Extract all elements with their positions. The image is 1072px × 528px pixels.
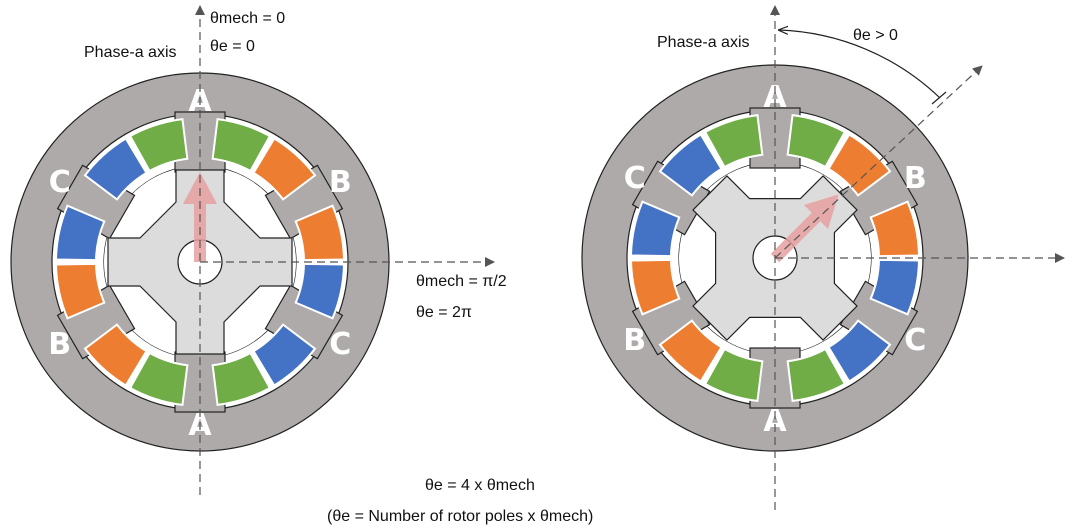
phase-label-c-lower: C: [904, 323, 926, 358]
theta-e-arc-arrow: [779, 30, 941, 99]
right-theta-e-label: θe > 0: [853, 27, 898, 44]
coil-segment: [786, 113, 847, 169]
coil-segment: [658, 133, 723, 197]
coil-segment: [55, 204, 106, 262]
phase-label-c-upper: C: [49, 165, 71, 200]
left-theta-mech-label: θmech = 0: [210, 10, 285, 27]
coil-segment: [294, 204, 345, 262]
phase-label-b-upper: B: [904, 161, 927, 196]
phase-label-c-lower: C: [329, 327, 351, 362]
coil-segment: [658, 319, 723, 383]
coil-segment: [294, 262, 345, 320]
coil-segment: [703, 347, 764, 403]
coil-segment: [83, 137, 148, 201]
coil-segment: [630, 200, 681, 258]
coil-segment: [128, 117, 189, 173]
coil-segment: [211, 351, 272, 407]
rotor-field-arrow: [770, 194, 839, 263]
left-theta-e-h-label: θe = 2π: [416, 304, 472, 321]
coil-segment: [211, 117, 272, 173]
right-phase-axis-label: Phase-a axis: [657, 34, 750, 51]
coil-segment: [827, 133, 892, 197]
coil-segment: [55, 262, 106, 320]
coil-segment: [252, 137, 317, 201]
phase-label-b-lower: B: [48, 327, 71, 362]
coil-segment: [630, 258, 681, 316]
coil-segment: [128, 351, 189, 407]
phase-label-b-lower: B: [623, 323, 646, 358]
phase-label-a-top: A: [763, 80, 787, 115]
footer-relation: θe = 4 x θmech: [425, 477, 535, 494]
coil-segment: [869, 258, 920, 316]
left-theta-mech-h-label: θmech = π/2: [416, 273, 507, 290]
coil-segment: [83, 323, 148, 387]
left-phase-axis-label: Phase-a axis: [84, 44, 177, 61]
right-rotor-axis: [774, 65, 983, 259]
coil-segment: [252, 323, 317, 387]
coil-segment: [786, 347, 847, 403]
coil-segment: [827, 319, 892, 383]
left-theta-e-label: θe = 0: [210, 38, 255, 55]
phase-label-a-bottom: A: [763, 404, 787, 439]
phase-label-c-upper: C: [624, 161, 646, 196]
coil-segment: [703, 113, 764, 169]
arc-tick: [931, 91, 947, 105]
footer-general-relation: (θe = Number of rotor poles x θmech): [327, 508, 593, 525]
coil-segment: [869, 200, 920, 258]
phase-label-b-upper: B: [329, 165, 352, 200]
